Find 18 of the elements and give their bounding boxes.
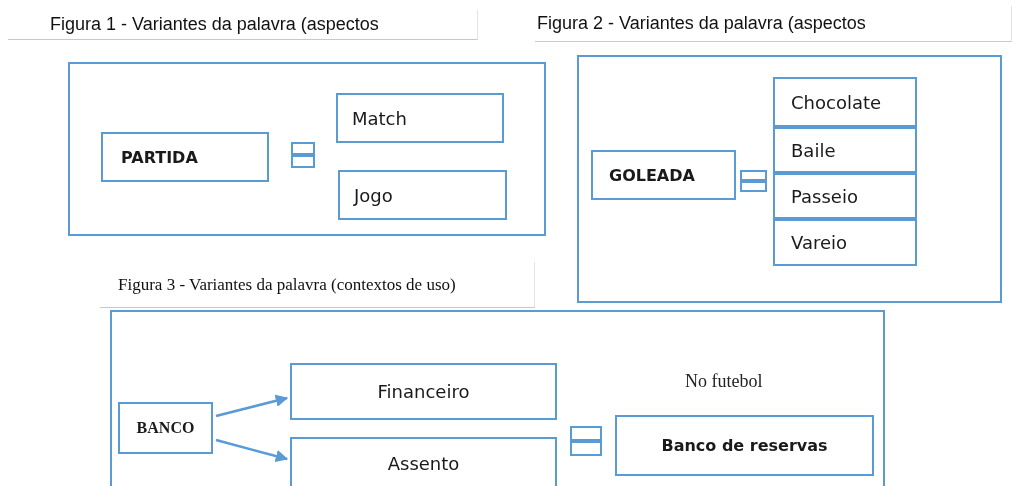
context-note: No futebol xyxy=(685,371,763,392)
word-box: Match xyxy=(336,93,504,143)
figure-title: Figura 1 - Variantes da palavra (aspectos xyxy=(8,10,478,40)
word-box: Banco de reservas xyxy=(615,415,874,476)
word-box: Baile xyxy=(773,127,917,173)
word-box: Vareio xyxy=(773,219,917,266)
arrow xyxy=(215,394,289,418)
word-box: Financeiro xyxy=(290,363,557,420)
word-box: PARTIDA xyxy=(101,132,269,182)
figure-title: Figura 3 - Variantes da palavra (contextos de uso) xyxy=(100,262,535,308)
arrow xyxy=(215,438,289,463)
word-box: Passeio xyxy=(773,173,917,219)
figure-title: Figura 2 - Variantes da palavra (aspectos xyxy=(535,6,1012,42)
word-box: Jogo xyxy=(338,170,507,220)
word-box: BANCO xyxy=(118,402,213,454)
word-box: GOLEADA xyxy=(591,150,736,200)
word-box: Assento xyxy=(290,437,557,486)
word-box: Chocolate xyxy=(773,77,917,127)
